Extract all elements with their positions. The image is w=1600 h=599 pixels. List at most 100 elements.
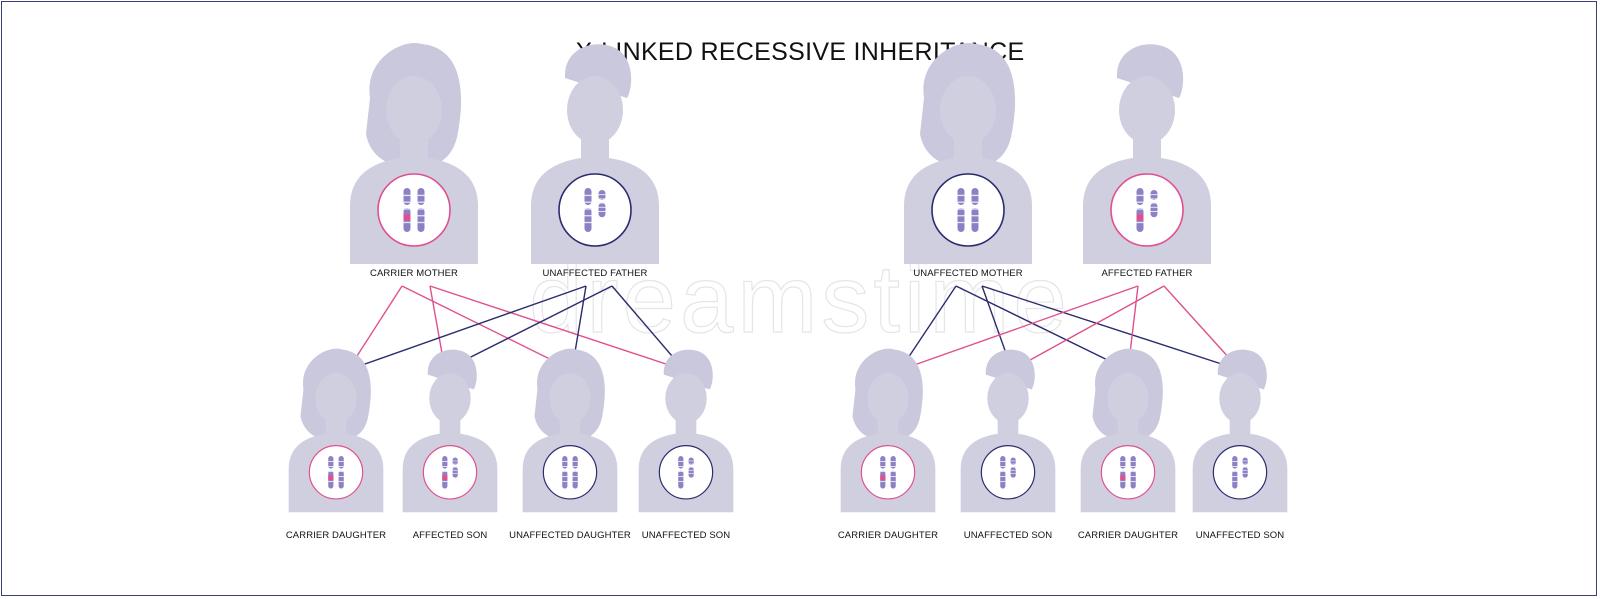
chromosome xyxy=(890,456,896,489)
chromosome-circle xyxy=(308,445,364,500)
inheritance-line-mother xyxy=(955,285,1129,371)
hair-shape xyxy=(1217,349,1267,390)
inheritance-line-father xyxy=(1011,285,1165,371)
child-carrier-daughter xyxy=(288,348,384,513)
chromosome xyxy=(880,456,886,489)
neck-shape xyxy=(439,417,461,437)
inheritance-line-father xyxy=(899,285,1139,371)
child-carrier-daughter xyxy=(1080,348,1176,513)
mutation-band xyxy=(1120,475,1126,481)
inheritance-line-mother xyxy=(981,285,1241,371)
child-label: UNAFFECTED SON xyxy=(963,530,1053,541)
child-label: AFFECTED SON xyxy=(412,530,488,541)
chromosome-circle xyxy=(658,445,714,500)
chromosome xyxy=(678,456,684,489)
hair-shape xyxy=(1116,44,1184,98)
chromosome xyxy=(403,188,411,232)
child-label: CARRIER DAUGHTER xyxy=(285,530,387,541)
mutation-band xyxy=(328,475,334,481)
chromosome xyxy=(1120,456,1126,489)
chromosome xyxy=(688,457,694,478)
chromosome-circle xyxy=(1110,173,1184,247)
head-shape xyxy=(867,373,909,424)
head-shape xyxy=(549,373,591,424)
chromosome xyxy=(562,456,568,489)
chromosome xyxy=(1150,190,1158,218)
neck-shape xyxy=(1133,136,1161,162)
head-shape xyxy=(567,76,623,144)
child-label: CARRIER DAUGHTER xyxy=(1077,530,1179,541)
mutation-band xyxy=(442,475,448,481)
chromosome-circle xyxy=(980,445,1036,500)
head-shape xyxy=(665,373,707,424)
neck-shape xyxy=(954,136,982,162)
child-unaffected-son xyxy=(960,349,1056,513)
chromosome xyxy=(442,456,448,489)
chromosome xyxy=(1130,456,1136,489)
head-shape xyxy=(1119,76,1175,144)
hair-shape xyxy=(985,349,1035,390)
chromosome-circle xyxy=(1212,445,1268,500)
chromosome xyxy=(417,188,425,232)
mutation-band xyxy=(880,475,886,481)
child-label: UNAFFECTED DAUGHTER xyxy=(509,530,631,541)
parent-unaffected-mother xyxy=(904,42,1032,264)
parent-affected-father xyxy=(1083,44,1211,264)
parent-label: UNAFFECTED MOTHER xyxy=(913,268,1023,279)
head-shape xyxy=(386,76,442,144)
neck-shape xyxy=(1229,417,1251,437)
child-affected-son xyxy=(402,349,498,513)
chromosome xyxy=(452,457,458,478)
chromosome xyxy=(971,188,979,232)
mutation-band xyxy=(1136,214,1144,221)
chromosome-circle xyxy=(377,173,451,247)
neck-shape xyxy=(1117,417,1139,437)
hair-shape xyxy=(663,349,713,390)
parent-label: CARRIER MOTHER xyxy=(370,268,458,279)
head-shape xyxy=(987,373,1029,424)
child-carrier-daughter xyxy=(840,348,936,513)
inheritance-line-mother xyxy=(429,285,685,371)
head-shape xyxy=(429,373,471,424)
child-label: CARRIER DAUGHTER xyxy=(837,530,939,541)
chromosome xyxy=(338,456,344,489)
parent-label: AFFECTED FATHER xyxy=(1101,268,1193,279)
chromosome-circle xyxy=(1100,445,1156,500)
chromosome-circle xyxy=(931,173,1005,247)
mutation-band xyxy=(403,214,411,221)
head-shape xyxy=(940,76,996,144)
neck-shape xyxy=(325,417,347,437)
chromosome-circle xyxy=(860,445,916,500)
chromosome xyxy=(1010,457,1016,478)
chromosome xyxy=(572,456,578,489)
child-unaffected-son xyxy=(638,349,734,513)
head-shape xyxy=(315,373,357,424)
chromosome-circle xyxy=(558,173,632,247)
inheritance-line-father xyxy=(347,285,587,371)
neck-shape xyxy=(400,136,428,162)
head-shape xyxy=(1219,373,1261,424)
neck-shape xyxy=(559,417,581,437)
child-unaffected-daughter xyxy=(522,348,618,513)
parent-unaffected-father xyxy=(531,44,659,264)
head-shape xyxy=(1107,373,1149,424)
chromosome xyxy=(1232,456,1238,489)
neck-shape xyxy=(997,417,1019,437)
chromosome-circle xyxy=(422,445,478,500)
inheritance-line-mother xyxy=(401,285,573,371)
chromosome xyxy=(1242,457,1248,478)
chromosome xyxy=(1000,456,1006,489)
neck-shape xyxy=(877,417,899,437)
hair-shape xyxy=(564,44,632,98)
chromosome-circle xyxy=(542,445,598,500)
chromosome xyxy=(584,188,592,232)
neck-shape xyxy=(581,136,609,162)
chromosome xyxy=(1136,188,1144,232)
child-unaffected-son xyxy=(1192,349,1288,513)
neck-shape xyxy=(675,417,697,437)
hair-shape xyxy=(427,349,477,390)
child-label: UNAFFECTED SON xyxy=(1195,530,1285,541)
chromosome xyxy=(328,456,334,489)
